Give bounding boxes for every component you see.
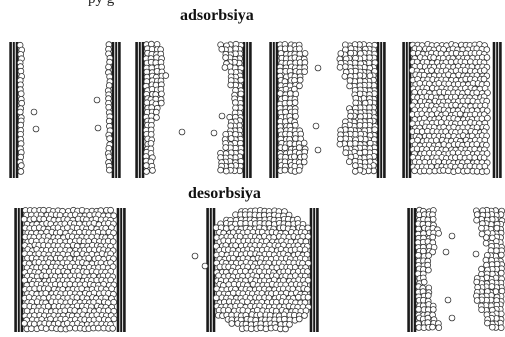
desorption-stage-1 [16,207,125,332]
pore-wall-right [118,208,124,332]
desorption-stage-3 [409,207,505,332]
pore-wall-left [409,208,415,332]
pore-wall-right [244,42,250,178]
desorption-stage-2 [192,208,317,333]
adsorption-stage-1 [11,42,120,178]
pore-wall-right [378,42,384,178]
pore-wall-right [113,42,119,178]
pore-wall-left [137,42,143,178]
pore-wall-left [16,208,22,332]
adsorption-stages-row [11,41,501,178]
pore-wall-left [208,208,214,332]
adsorption-stage-4 [404,41,501,178]
adsorption-stage-2 [137,41,251,178]
pore-wall-right [494,42,500,178]
pore-wall-left [271,42,277,178]
adsorption-stage-3 [271,42,385,179]
pore-wall-right [311,208,317,332]
pore-wall-left [404,42,410,178]
pore-wall-left [11,42,17,178]
desorption-stages-row [16,207,505,332]
